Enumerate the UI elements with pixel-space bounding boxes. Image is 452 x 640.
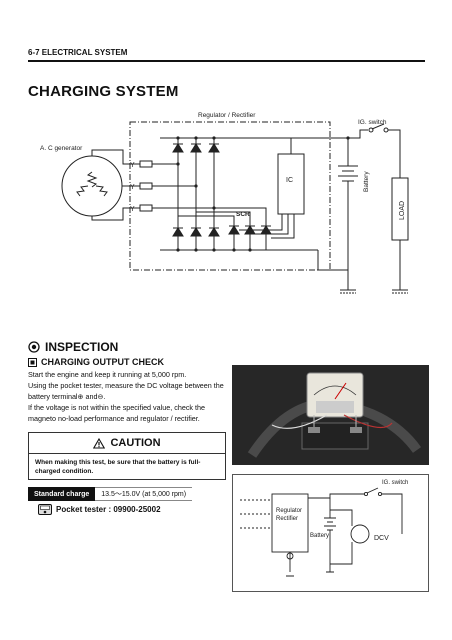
- scr-label: SCR: [236, 211, 250, 218]
- mini-regulator-label-1: Regulator: [276, 508, 302, 514]
- page-title: CHARGING SYSTEM: [28, 83, 179, 100]
- header-rule: [28, 60, 425, 62]
- instruction-paragraph: Start the engine and keep it running at …: [28, 370, 187, 379]
- voltmeter-label: DCV: [374, 535, 389, 542]
- ac-generator-symbol: [61, 155, 123, 217]
- phase-label-1: Y: [130, 162, 135, 169]
- ig-switch-label: IG. switch: [358, 119, 387, 126]
- caution-box: CAUTION When making this test, be sure t…: [28, 432, 226, 480]
- load-label: LOAD: [399, 201, 406, 220]
- battery-label: Battery: [363, 171, 370, 192]
- caution-heading: CAUTION: [110, 437, 161, 449]
- voltmeter-symbol: [350, 524, 370, 544]
- square-bullet-icon: [28, 357, 37, 367]
- mini-battery-symbol: [324, 517, 336, 531]
- generator-label: A. C generator: [40, 145, 83, 152]
- spec-label: Standard charge: [28, 487, 96, 501]
- warning-icon: [93, 437, 106, 449]
- phase-label-3: Y: [130, 206, 135, 213]
- test-photo: [232, 365, 429, 465]
- phase-label-2: Y: [130, 184, 135, 191]
- battery-symbol: [338, 165, 358, 182]
- tool-reference: Pocket tester : 09900-25002: [38, 504, 161, 515]
- ic-block: [277, 153, 305, 215]
- mini-battery-label: Battery: [310, 533, 329, 539]
- target-icon: [28, 341, 40, 353]
- charging-output-heading-text: CHARGING OUTPUT CHECK: [41, 357, 164, 367]
- mini-ig-switch-label: IG. switch: [382, 480, 408, 486]
- caution-header: CAUTION: [29, 433, 225, 454]
- mini-regulator-label-2: Rectifier: [276, 516, 298, 522]
- charging-output-heading: CHARGING OUTPUT CHECK: [28, 357, 164, 367]
- tool-text: Pocket tester : 09900-25002: [56, 505, 161, 514]
- test-circuit-diagram: IG. switch Regulator Rectifier Battery D…: [232, 474, 429, 592]
- regulator-label: Regulator / Rectifier: [198, 112, 256, 119]
- instruction-paragraph: Using the pocket tester, measure the DC …: [28, 381, 224, 401]
- standard-charge-spec: Standard charge 13.5～15.0V (at 5,000 rpm…: [28, 487, 193, 501]
- spec-value: 13.5～15.0V (at 5,000 rpm): [95, 487, 193, 501]
- ic-label: IC: [286, 177, 293, 184]
- section-header: 6-7 ELECTRICAL SYSTEM: [28, 48, 128, 57]
- regulator-rectifier-box: [129, 121, 331, 271]
- caution-text: When making this test, be sure that the …: [35, 459, 201, 475]
- instruction-paragraph: If the voltage is not within the specifi…: [28, 403, 205, 423]
- charging-system-diagram: Regulator / Rectifier IG. switch A. C ge…: [40, 112, 409, 294]
- inspection-instructions: Start the engine and keep it running at …: [28, 369, 224, 424]
- inspection-heading: INSPECTION: [28, 340, 118, 354]
- inspection-heading-text: INSPECTION: [45, 340, 119, 354]
- tester-icon: [38, 504, 52, 515]
